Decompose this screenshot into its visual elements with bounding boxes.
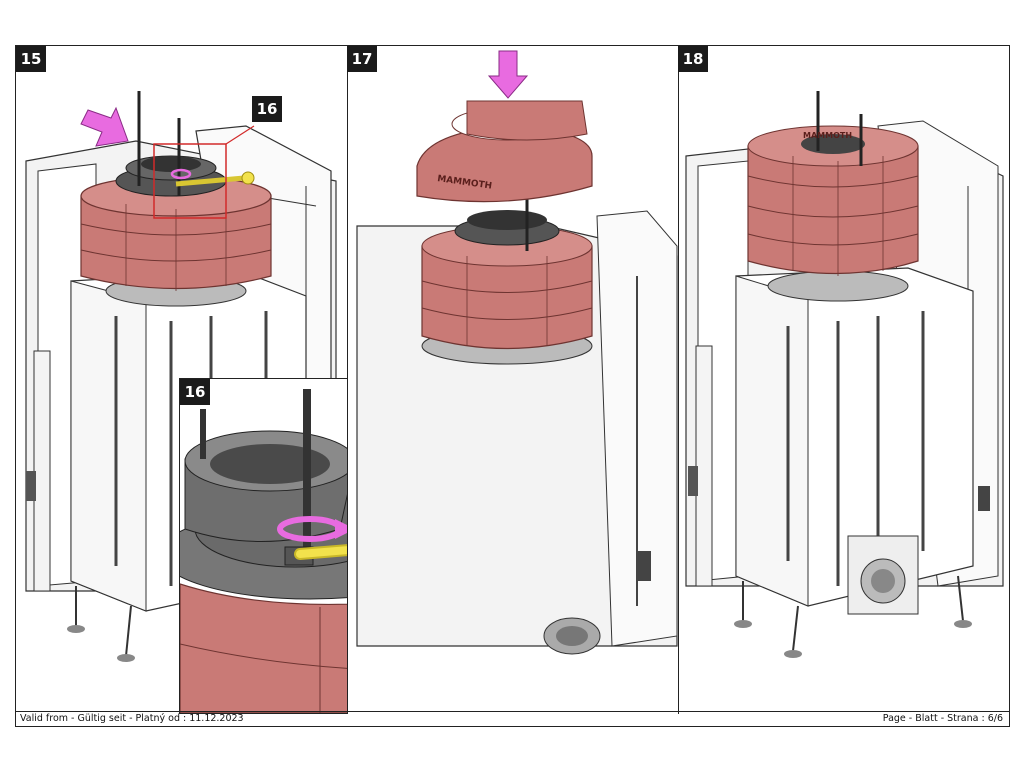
step-number-16-detail: 16 (180, 379, 210, 405)
stove-illustration-step-18: MAMMOTH (685, 91, 1004, 658)
panel-step-18: 18 (678, 46, 1009, 714)
page-footer: Valid from - Gültig seit - Platný od : 1… (16, 711, 1009, 726)
panel-step-15: 15 (16, 46, 348, 714)
flue-detail-illustration (180, 389, 347, 713)
valid-from-text: Valid from - Gültig seit - Platný od : 1… (20, 713, 244, 724)
step-number-18: 18 (678, 46, 708, 72)
step-number-15: 15 (16, 46, 46, 72)
detail-inset-step-16: 16 (179, 378, 347, 714)
step-number-17: 17 (347, 46, 377, 72)
stove-illustration-step-17: MAMMOTH (356, 50, 678, 655)
step-number-16-callout: 16 (252, 96, 282, 122)
instruction-sheet: 15 (15, 45, 1010, 727)
page-number-text: Page - Blatt - Strana : 6/6 (882, 713, 1003, 724)
panel-step-17: 17 MAMM (347, 46, 679, 714)
ring-lettering-text-18: MAMMOTH (803, 131, 852, 140)
